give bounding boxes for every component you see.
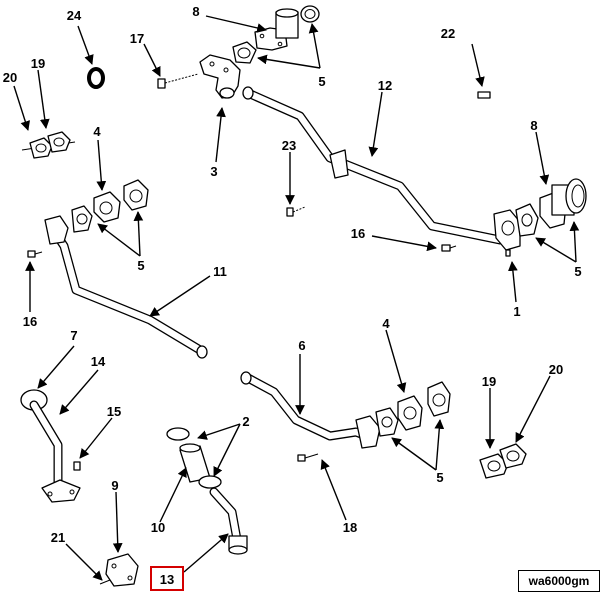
adapter-8-top	[254, 5, 320, 51]
bolt-22	[477, 91, 491, 99]
pipe-13	[209, 487, 248, 555]
pipe-11	[44, 215, 208, 359]
adapter-4-right	[375, 381, 451, 437]
callout-5-right[interactable]: 5	[574, 264, 581, 279]
leader-lines	[13, 15, 580, 581]
o-ring-24	[87, 67, 105, 89]
elbow-fitting-3	[199, 54, 241, 99]
callout-8-top[interactable]: 8	[192, 4, 199, 19]
flange-20-19-lower	[479, 443, 527, 479]
gasket-5-top	[232, 41, 257, 64]
callout-15[interactable]: 15	[107, 404, 121, 419]
callout-12[interactable]: 12	[378, 78, 392, 93]
cover-plate-9	[99, 553, 139, 587]
callout-5-top[interactable]: 5	[318, 74, 325, 89]
callout-22[interactable]: 22	[441, 26, 455, 41]
callout-5-left[interactable]: 5	[137, 258, 144, 273]
callout-24[interactable]: 24	[67, 8, 82, 23]
callout-5-lower[interactable]: 5	[436, 470, 443, 485]
bolt-16-left	[27, 250, 43, 258]
callout-16-left[interactable]: 16	[23, 314, 37, 329]
hose-10-clamps-2	[166, 427, 222, 489]
reference-code-box: wa6000gm	[518, 570, 600, 592]
callout-9[interactable]: 9	[111, 478, 118, 493]
pipe-6	[240, 371, 381, 449]
callout-labels: 24 8 17 22 19 20 5 12 4 3 23 8 16 5 5 16…	[3, 4, 582, 587]
bolt-18	[297, 453, 319, 462]
callout-4-left[interactable]: 4	[93, 124, 101, 139]
callout-4-right[interactable]: 4	[382, 316, 390, 331]
callout-2[interactable]: 2	[242, 414, 249, 429]
callout-3[interactable]: 3	[210, 164, 217, 179]
callout-13[interactable]: 13	[160, 572, 174, 587]
callout-19-lower[interactable]: 19	[482, 374, 496, 389]
callout-16-right[interactable]: 16	[351, 226, 365, 241]
bolt-16-right	[441, 244, 457, 252]
callout-20-upper[interactable]: 20	[3, 70, 17, 85]
callout-1[interactable]: 1	[513, 304, 520, 319]
callout-20-lower[interactable]: 20	[549, 362, 563, 377]
bolt-23	[286, 206, 306, 217]
callout-18[interactable]: 18	[343, 520, 357, 535]
bolt-15	[73, 461, 81, 471]
callout-23[interactable]: 23	[282, 138, 296, 153]
pipe-12	[242, 86, 505, 245]
callout-10[interactable]: 10	[151, 520, 165, 535]
callout-6[interactable]: 6	[298, 338, 305, 353]
flange-20-19-upper	[21, 131, 76, 159]
callout-19-upper[interactable]: 19	[31, 56, 45, 71]
callout-17[interactable]: 17	[130, 31, 144, 46]
adapter-8-right	[493, 178, 587, 257]
reference-code: wa6000gm	[528, 574, 590, 588]
callout-8-right[interactable]: 8	[530, 118, 537, 133]
callout-21[interactable]: 21	[51, 530, 65, 545]
callout-11[interactable]: 11	[213, 264, 227, 279]
bolt-17	[157, 73, 199, 89]
callout-14[interactable]: 14	[91, 354, 106, 369]
adapter-4-left	[71, 179, 149, 233]
drain-tube-14	[20, 389, 81, 503]
callout-7[interactable]: 7	[70, 328, 77, 343]
